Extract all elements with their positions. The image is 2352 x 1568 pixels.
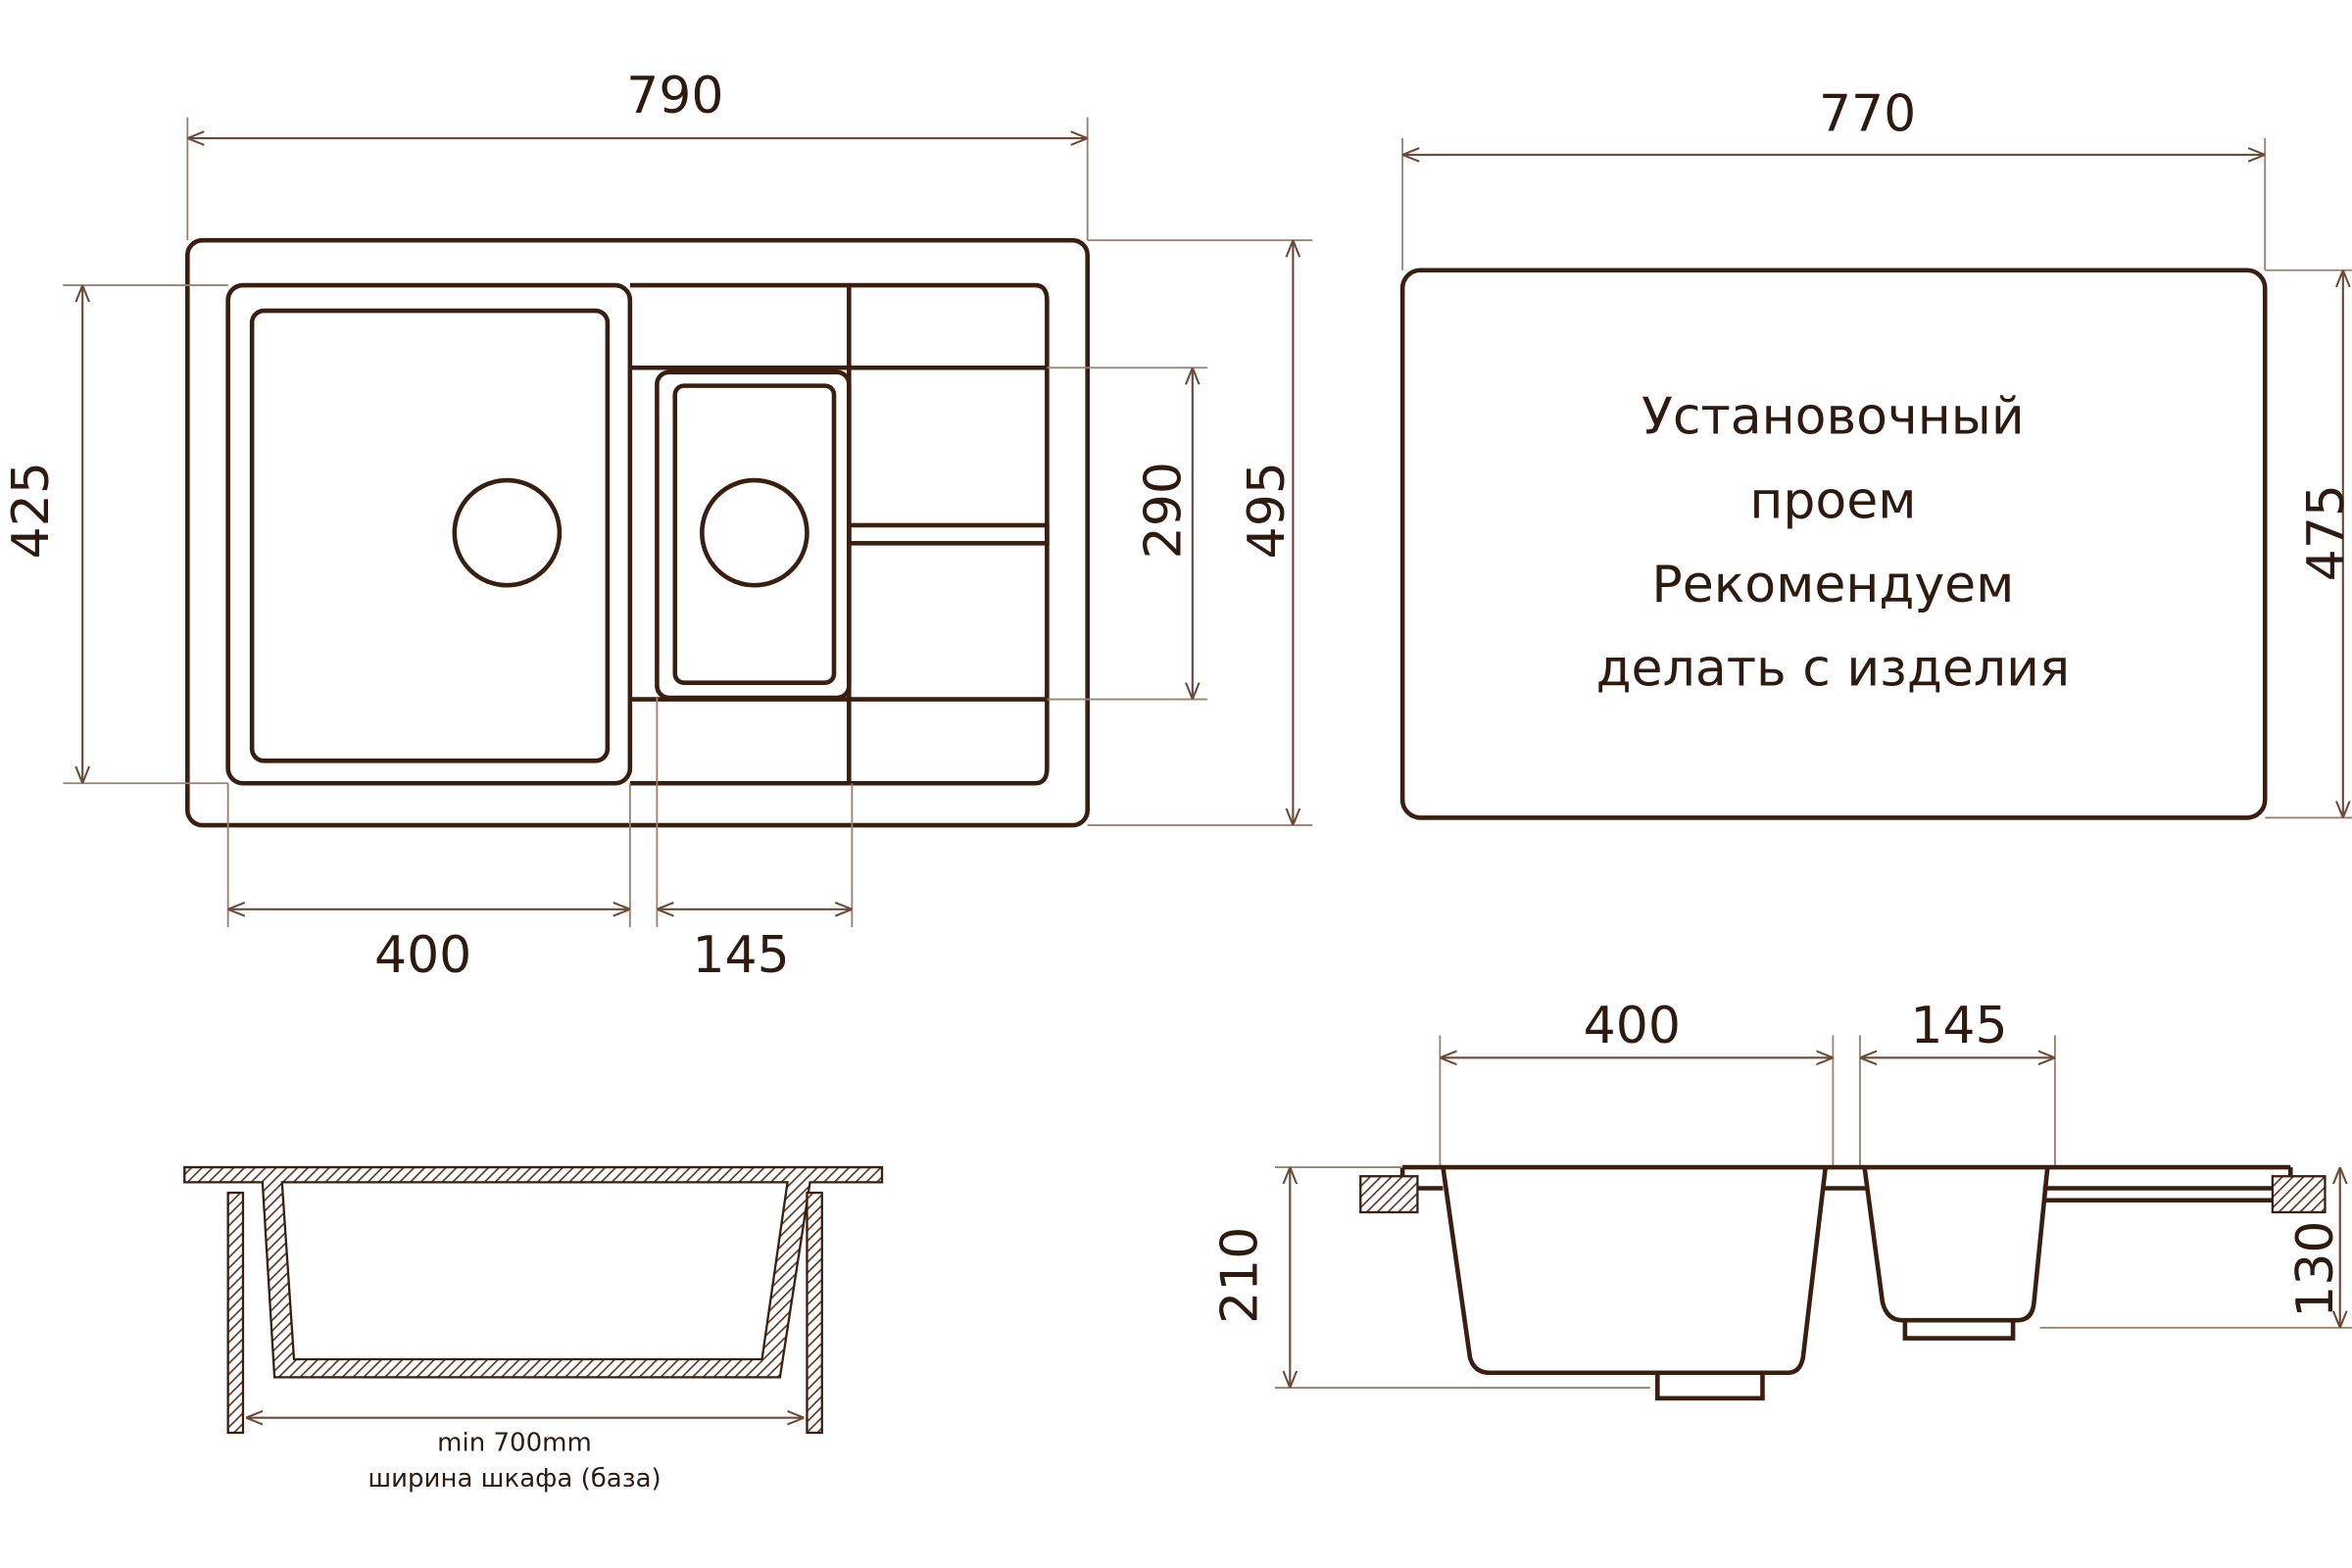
dim-cutout-depth: 475 [2297, 484, 2352, 581]
dim-section-small-height: 130 [2286, 1220, 2345, 1317]
cutout-outline [1399, 268, 2268, 820]
cabinet-wall-right [806, 1191, 823, 1435]
dim-overall-width: 790 [626, 67, 723, 125]
cabinet-min-width: min 700mm [437, 1428, 592, 1457]
dim-overall-depth: 495 [1238, 462, 1297, 559]
dim-section-main-width: 400 [1584, 997, 1681, 1055]
dim-main-bowl-width: 400 [374, 926, 471, 985]
small-bowl-rim [655, 369, 852, 701]
cutout-note-line: Установочный [1642, 388, 2025, 447]
small-bowl [672, 383, 837, 685]
drainer-bar [847, 522, 1050, 546]
main-drain-profile [1655, 1372, 1765, 1401]
main-bowl [249, 308, 611, 763]
cabinet-caption: ширина шкафа (база) [368, 1464, 661, 1494]
dim-section-main-height: 210 [1211, 1227, 1270, 1324]
small-drain-profile [1902, 1320, 2016, 1341]
dim-main-bowl-depth: 425 [2, 462, 61, 559]
cutout-note-line: проем [1749, 471, 1916, 530]
cutout-view: 770 475 Установочный проем Рекомендуем д… [1399, 84, 2352, 820]
side-section: 400 145 210 130 [1211, 997, 2352, 1401]
sink-profile [183, 1165, 884, 1379]
main-bowl-profile [1441, 1166, 1829, 1376]
cabinet-wall-left [226, 1191, 245, 1435]
sink-outline [185, 237, 1090, 828]
main-drain [452, 477, 563, 588]
dim-cutout-width: 770 [1819, 84, 1916, 143]
dim-small-bowl-depth: 290 [1135, 462, 1194, 559]
drainer-area [629, 282, 1050, 786]
cutout-note-line: делать с изделия [1596, 640, 2071, 699]
main-bowl-rim [225, 282, 633, 786]
sink-rim [1399, 1164, 2293, 1191]
dim-small-bowl-width: 145 [692, 926, 789, 985]
cutout-note-line: Рекомендуем [1651, 556, 2014, 614]
top-view: 790 425 495 290 400 145 [2, 67, 1313, 985]
cabinet-section: min 700mm ширина шкафа (база) [183, 1165, 884, 1494]
countertop-left [1359, 1175, 1419, 1214]
countertop-right [2271, 1175, 2327, 1214]
small-drain [700, 477, 809, 588]
small-bowl-profile [1862, 1166, 2050, 1323]
dim-section-small-width: 145 [1910, 997, 2007, 1055]
